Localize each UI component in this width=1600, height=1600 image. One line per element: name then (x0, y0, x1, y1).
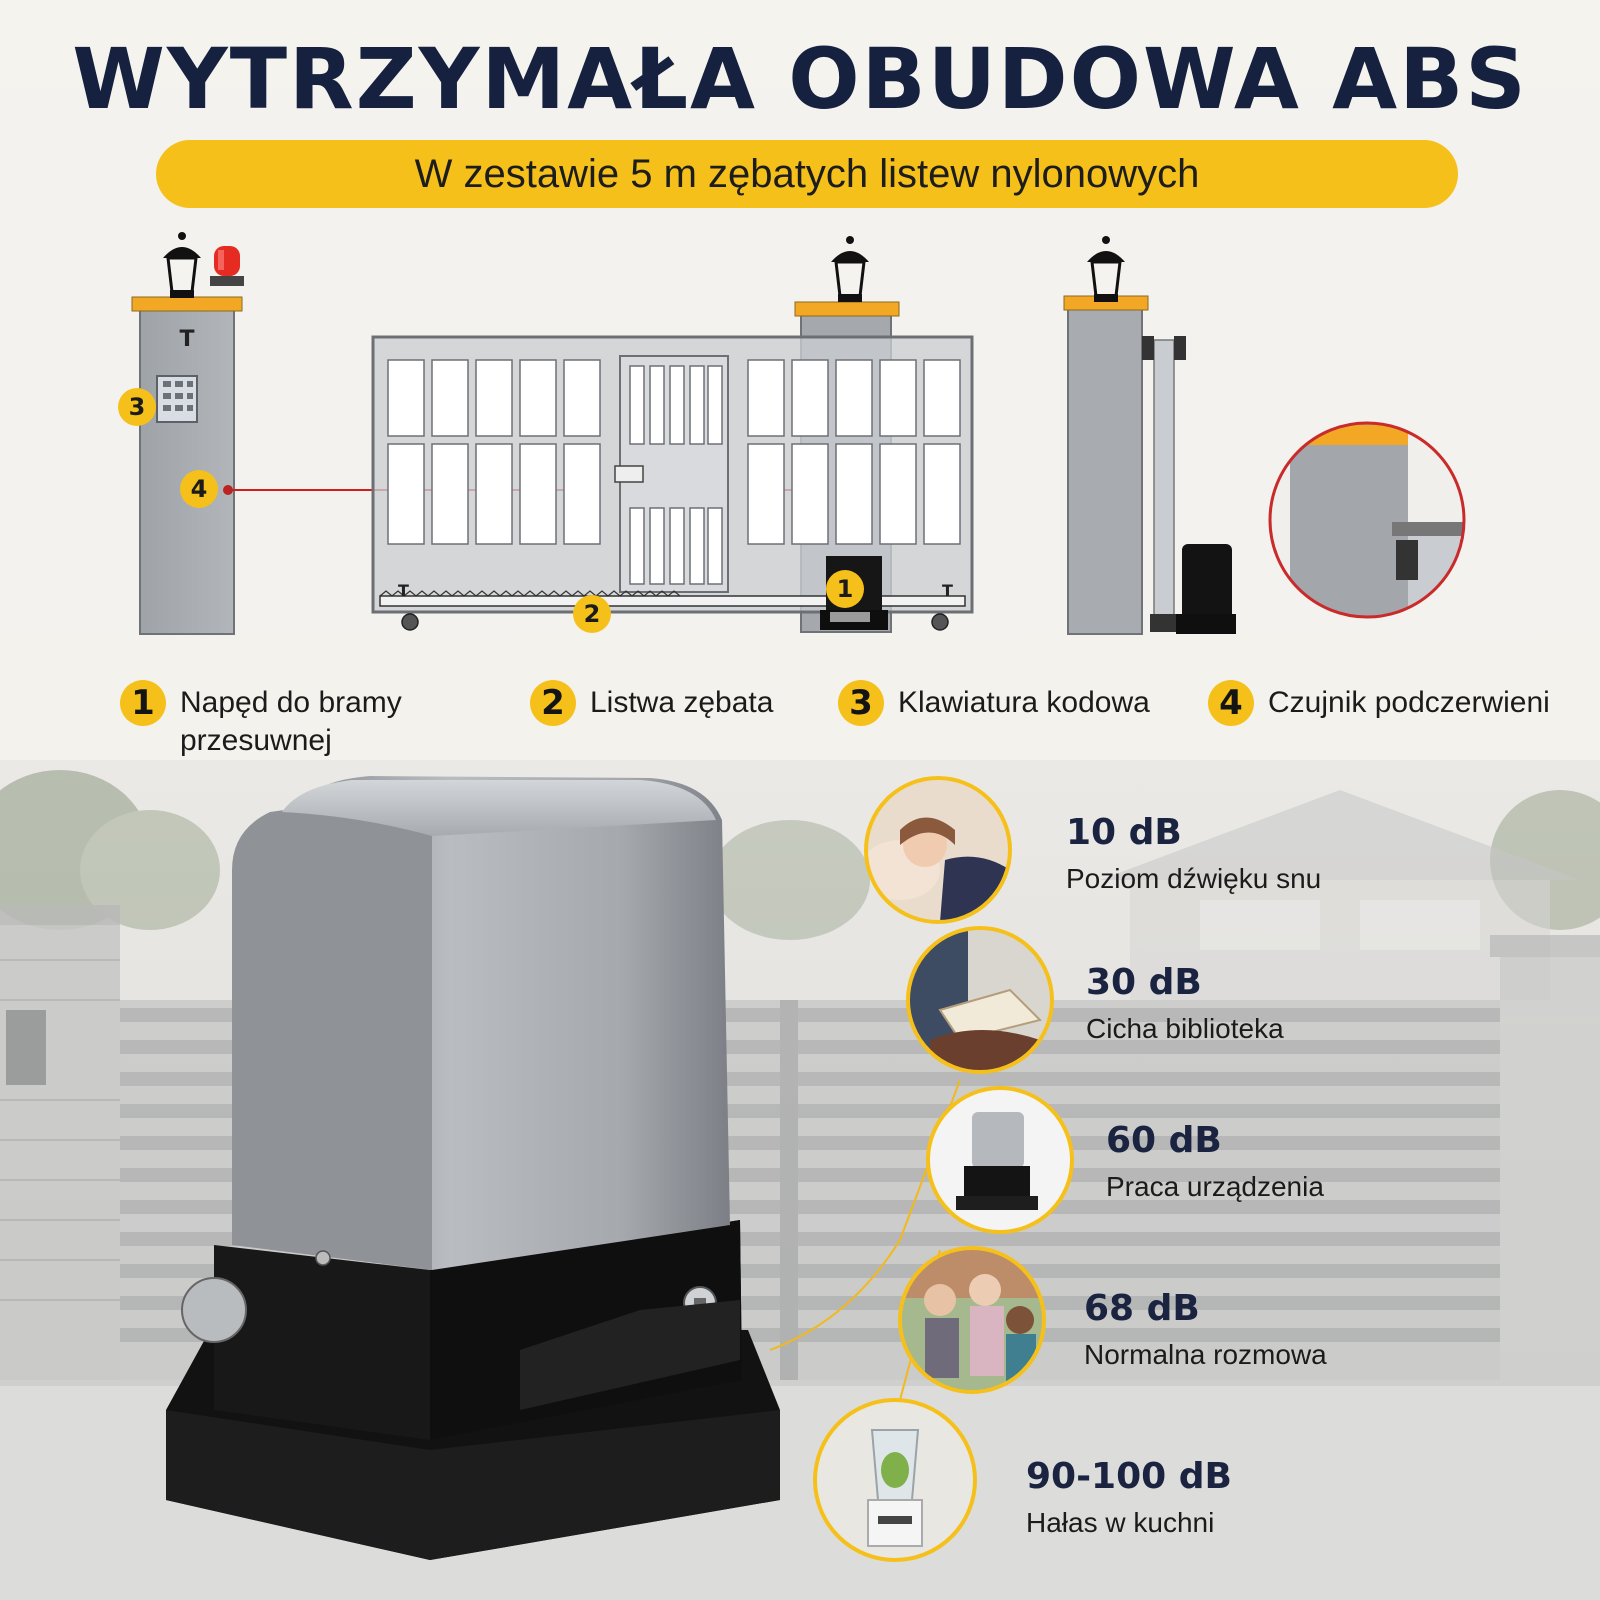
background-trees (0, 770, 1600, 940)
legend-label: Klawiatura kodowa (898, 686, 1150, 719)
background-house (1100, 790, 1580, 1000)
legend-number: 3 (838, 680, 884, 726)
legend-label: Czujnik podczerwieni (1268, 686, 1550, 719)
noise-item-68db: 68 dB Normalna rozmowa (1084, 1288, 1327, 1371)
noise-label: Hałas w kuchni (1026, 1507, 1215, 1538)
noise-value: 90-100 dB (1026, 1456, 1232, 1497)
svg-text:T: T (179, 327, 194, 352)
info-banner-text: W zestawie 5 m zębatych listew nylonowyc… (414, 151, 1200, 196)
noise-value: 30 dB (1086, 962, 1202, 1003)
legend-item-2: 2 Listwa zębata (530, 680, 773, 726)
left-pillar: T (131, 296, 243, 635)
right-pillar (1490, 935, 1600, 1390)
brick-wall (0, 905, 120, 1390)
lamp-icon (163, 232, 201, 298)
photo-60db (926, 1086, 1074, 1234)
legend-number: 1 (120, 680, 166, 726)
svg-text:T: T (942, 581, 953, 600)
sliding-gate: T T (371, 335, 974, 631)
legend-item-3: 3 Klawiatura kodowa (838, 680, 1150, 726)
legend-item-4: 4 Czujnik podczerwieni (1208, 680, 1550, 726)
noise-value: 68 dB (1084, 1288, 1200, 1329)
legend-label: Napęd do bramy przesuwnej (180, 686, 402, 757)
noise-item-60db: 60 dB Praca urządzenia (1106, 1120, 1324, 1203)
photo-10db (864, 776, 1012, 924)
noise-label: Poziom dźwięku snu (1066, 863, 1322, 894)
noise-label: Cicha biblioteka (1086, 1013, 1284, 1044)
photo-90-100db (813, 1398, 977, 1562)
side-view-pillar (1063, 236, 1236, 635)
legend-label: Listwa zębata (590, 686, 774, 719)
legend-number: 4 (1208, 680, 1254, 726)
callout-1: 1 (826, 570, 864, 608)
info-banner: W zestawie 5 m zębatych listew nylonowyc… (156, 140, 1458, 208)
noise-value: 60 dB (1106, 1120, 1222, 1161)
photo-68db (898, 1246, 1046, 1394)
svg-text:T: T (398, 581, 409, 600)
noise-value: 10 dB (1066, 812, 1182, 853)
legend-item-1: 1 Napęd do bramy przesuwnej (120, 680, 440, 760)
noise-item-10db: 10 dB Poziom dźwięku snu (1066, 812, 1321, 895)
legend-number: 2 (530, 680, 576, 726)
warning-beacon-icon (210, 246, 244, 286)
callout-2: 2 (573, 595, 611, 633)
gate-motor-product (166, 776, 780, 1560)
callout-4: 4 (180, 470, 218, 508)
noise-label: Praca urządzenia (1106, 1171, 1324, 1202)
page-title: WYTRZYMAŁA OBUDOWA ABS (72, 30, 1528, 128)
noise-item-30db: 30 dB Cicha biblioteka (1086, 962, 1284, 1045)
noise-item-90-100db: 90-100 dB Hałas w kuchni (1026, 1456, 1232, 1539)
noise-label: Normalna rozmowa (1084, 1339, 1327, 1370)
callout-3: 3 (118, 388, 156, 426)
photo-30db (906, 926, 1054, 1074)
